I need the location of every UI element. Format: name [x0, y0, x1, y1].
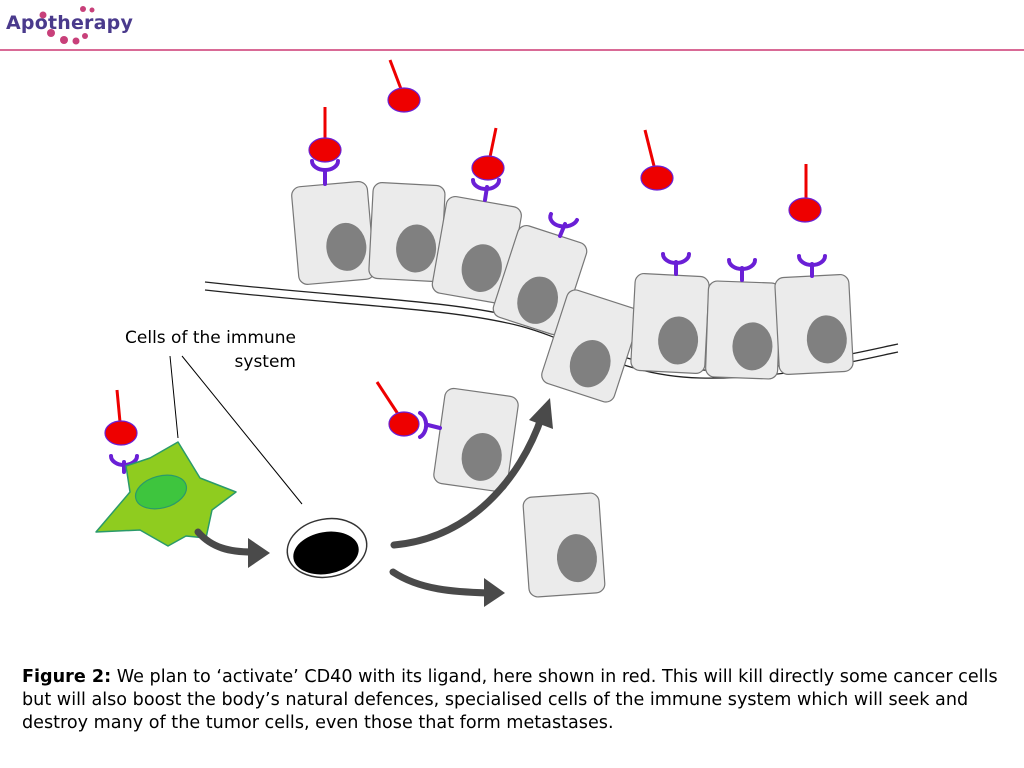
tumor-cell: [368, 182, 446, 282]
cd40-ligand-icon: [375, 381, 420, 437]
cd40-ligand-icon: [308, 107, 342, 163]
tumor-cell: [291, 181, 376, 285]
arrowhead-icon: [529, 398, 553, 429]
tumor-cell: [705, 280, 781, 380]
cd40-receptor-icon: [418, 411, 442, 439]
label-pointer-line: [169, 355, 179, 439]
logo-text: Apotherapy: [6, 12, 134, 34]
cd40-receptor-icon: [109, 454, 139, 474]
immune-system-label: Cells of the immune system: [125, 328, 296, 372]
tumor-cell: [630, 272, 710, 375]
arrowhead-icon: [248, 538, 270, 568]
header-rule: [0, 49, 1024, 51]
cd40-ligand-icon: [387, 59, 421, 113]
caption-lead: Figure 2:: [22, 667, 112, 687]
cd40-ligand-icon: [471, 127, 505, 181]
cd40-receptor-icon: [471, 178, 501, 202]
cd40-diagram: [95, 59, 899, 607]
header: Apotherapy: [0, 0, 1024, 52]
arrow-activation-icon: [194, 528, 256, 556]
cd40-ligand-icon: [104, 389, 138, 446]
tumor-cell: [541, 289, 641, 403]
tumor-cell: [774, 273, 854, 376]
cd40-receptor-icon: [727, 258, 757, 282]
metastatic-tumor-cell: [433, 387, 519, 493]
cd40-receptor-icon: [548, 212, 579, 238]
arrow-to-metastasis-icon: [389, 568, 492, 597]
lymphocyte: [286, 517, 368, 579]
arrow-to-tumor-icon: [390, 412, 546, 549]
label-pointer-line: [181, 355, 303, 505]
apotherapy-logo: Apotherapy: [6, 4, 146, 48]
tumor-cell: [431, 195, 522, 305]
metastatic-tumor-cell: [522, 492, 606, 598]
arrowhead-icon: [484, 578, 505, 607]
cd40-receptor-icon: [310, 159, 340, 186]
cd40-ligand-icon: [640, 129, 674, 191]
figure-caption: Figure 2: We plan to ‘activate’ CD40 wit…: [22, 666, 1012, 735]
dendritic-cell: [95, 441, 237, 547]
cd40-ligand-icon: [788, 164, 822, 223]
cd40-receptor-icon: [797, 254, 827, 278]
caption-text: We plan to ‘activate’ CD40 with its liga…: [22, 667, 998, 733]
logo-dots-icon: [39, 6, 95, 45]
cd40-receptor-icon: [661, 252, 691, 276]
